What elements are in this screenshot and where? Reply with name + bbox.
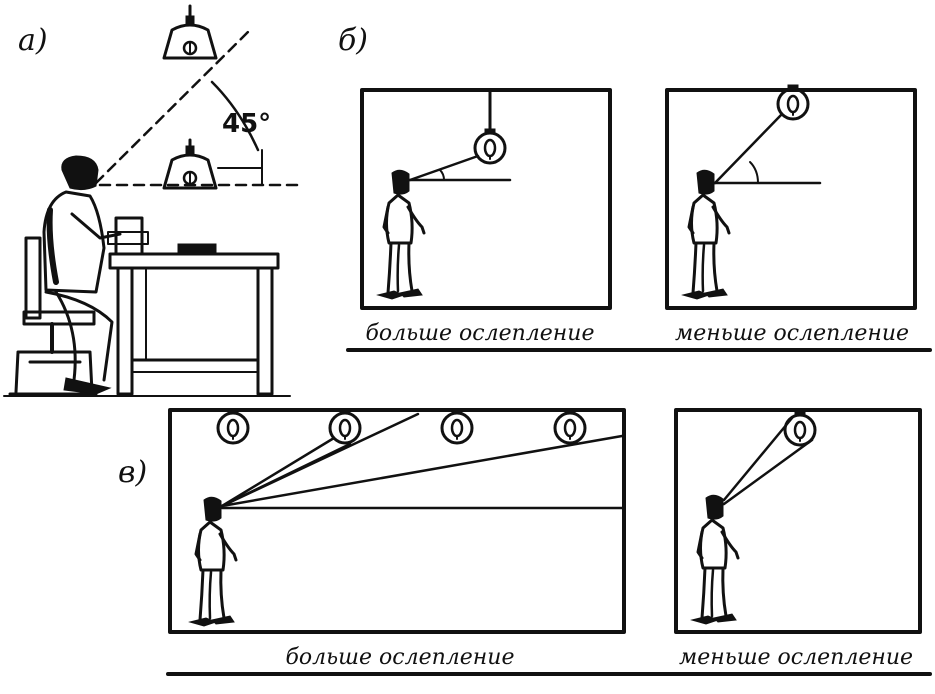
angle-arc bbox=[210, 80, 260, 152]
protective-angle-line bbox=[94, 28, 252, 185]
person-icon bbox=[690, 493, 740, 626]
panel-c-label: в) bbox=[118, 455, 147, 490]
desk-icon bbox=[108, 252, 280, 396]
lamp-icon bbox=[216, 407, 250, 445]
angle-label: 45° bbox=[222, 109, 271, 139]
panel-c: в) больше ослепление меньше ослепление bbox=[118, 407, 932, 676]
caption-more-glare-b: больше ослепление bbox=[366, 321, 595, 346]
lamp-icon bbox=[553, 407, 587, 445]
person-icon bbox=[681, 168, 731, 301]
lamp-icon bbox=[440, 407, 474, 445]
caption-more-glare-c: больше ослепление bbox=[286, 645, 515, 670]
frame-more-glare-b bbox=[360, 88, 612, 310]
lamp-icon bbox=[473, 127, 507, 165]
frame-less-glare-c bbox=[674, 408, 922, 634]
person-icon bbox=[42, 155, 122, 395]
lamp-icon bbox=[162, 138, 218, 190]
panel-a: а) 45° bbox=[3, 4, 302, 397]
typewriter-icon bbox=[107, 216, 217, 256]
panel-b: б) больше ослепление меньше ослепление bbox=[338, 23, 932, 352]
lamp-icon bbox=[162, 4, 218, 60]
frame-more-glare-c bbox=[168, 407, 626, 634]
person-icon bbox=[376, 168, 426, 301]
caption-less-glare-b: меньше ослепление bbox=[675, 321, 909, 346]
frame-less-glare-b bbox=[665, 83, 917, 310]
panel-b-label: б) bbox=[338, 23, 368, 58]
caption-less-glare-c: меньше ослепление bbox=[679, 645, 913, 670]
panel-a-label: а) bbox=[18, 23, 48, 58]
chair-icon bbox=[8, 236, 98, 396]
person-icon bbox=[188, 495, 238, 628]
